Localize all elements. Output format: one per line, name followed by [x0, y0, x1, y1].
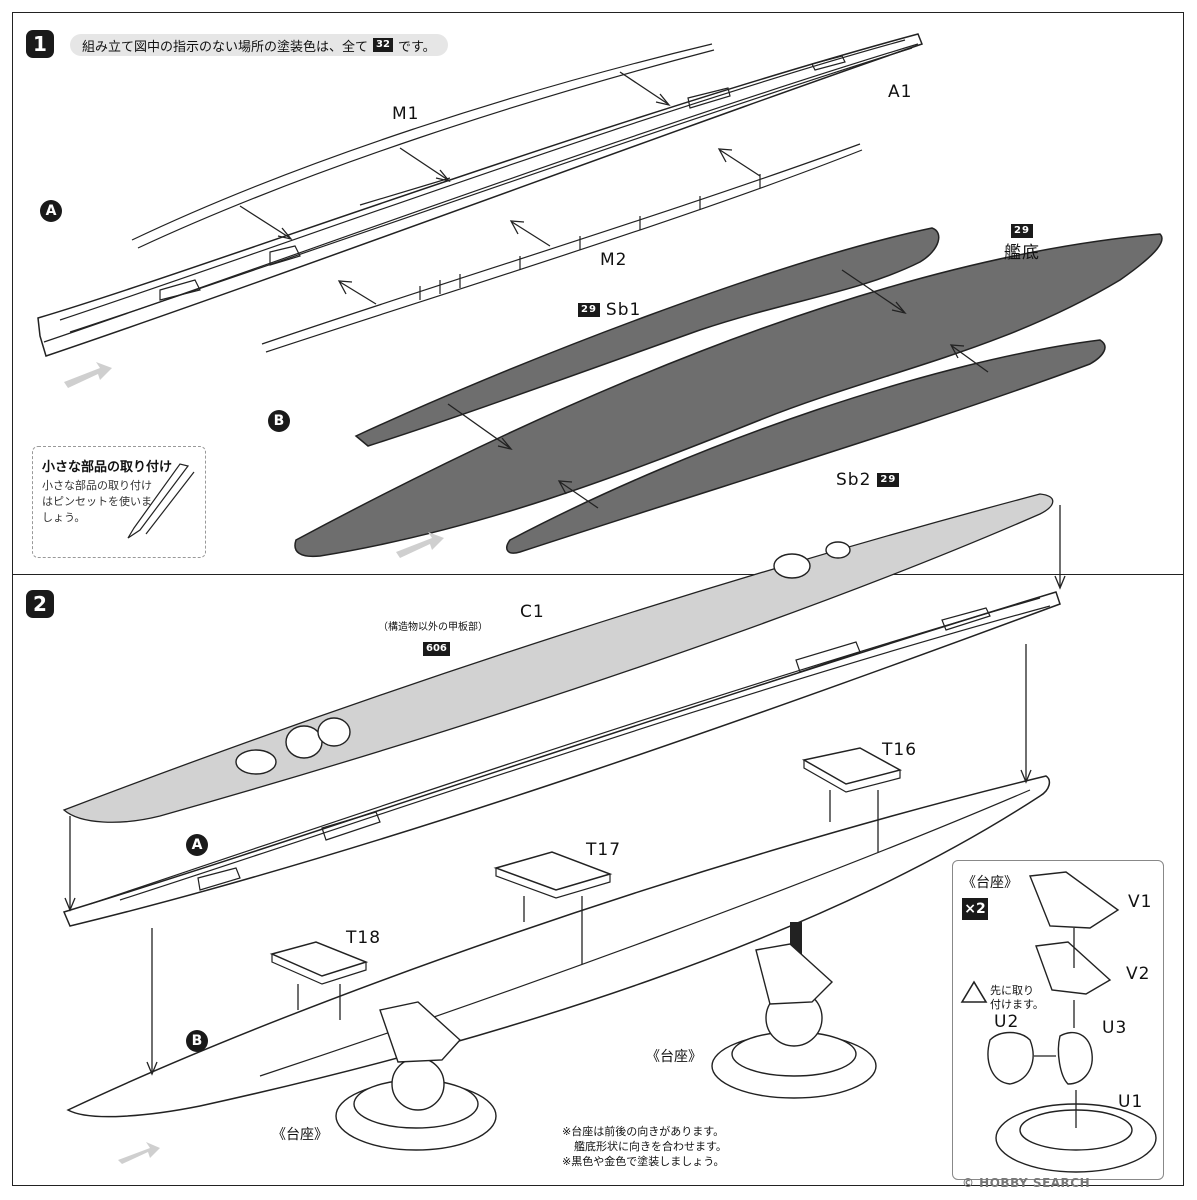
part-m2: [261, 143, 863, 353]
label-u2: U2: [994, 1012, 1020, 1032]
label-a1: A1: [888, 82, 913, 102]
stand-panel: [952, 860, 1164, 1180]
hull-a-step1: [37, 33, 923, 357]
label-bottom: 艦底: [1004, 243, 1040, 263]
circle-label-b-step2: B: [186, 1030, 208, 1052]
step1-arrows: [239, 71, 761, 305]
step-divider: [12, 574, 1184, 575]
instruction-frame: [12, 12, 1184, 1186]
label-v2: V2: [1126, 964, 1151, 984]
footnote-1: ※台座は前後の向きがあります。: [562, 1125, 725, 1138]
paint-instruction-note: 組み立て図中の指示のない場所の塗装色は、全て 32 です。: [70, 34, 448, 56]
part-m1: [131, 43, 715, 249]
stand-right: [711, 943, 877, 1099]
label-m1: M1: [392, 104, 420, 124]
paint-color-chip-bottom: 29: [1011, 224, 1033, 238]
label-t16: T16: [882, 740, 918, 760]
bow-direction-arrow-3: [118, 1142, 160, 1164]
label-u1: U1: [1118, 1092, 1144, 1112]
label-sb1-group: 29 Sb1: [578, 300, 641, 320]
step-1-badge: 1: [26, 30, 54, 58]
label-sb1: Sb1: [605, 300, 642, 320]
deck-note: （構造物以外の甲板部）: [378, 622, 488, 633]
tip-title: 小さな部品の取り付け: [42, 460, 173, 475]
hull-a-step2: [62, 591, 1061, 927]
label-t18: T18: [346, 928, 382, 948]
deck-c1: [62, 493, 1054, 823]
label-stand-right: 《台座》: [646, 1049, 702, 1065]
hull-b-step1: [294, 227, 1163, 558]
instruction-text-after: です。: [397, 39, 436, 55]
label-bottom-group: 29 艦底: [1004, 218, 1040, 263]
footnote-2: 艦底形状に向きを合わせます。: [574, 1140, 727, 1153]
instruction-text-before: 組み立て図中の指示のない場所の塗装色は、全て: [82, 39, 369, 55]
footnote-3: ※黒色や金色で塗装しましょう。: [562, 1155, 725, 1168]
label-stand-left: 《台座》: [272, 1127, 328, 1143]
label-sb2: Sb2: [836, 470, 872, 490]
paint-color-chip-sb2: 29: [877, 473, 900, 487]
part-t17: [493, 851, 613, 899]
tip-body: 小さな部品の取り付けはピンセットを使いましょう。: [42, 479, 152, 524]
stand-panel-parts: [960, 871, 1157, 1173]
paint-color-chip-32: 32: [373, 38, 393, 52]
label-v1: V1: [1128, 892, 1153, 912]
caution-text: 先に取り付けます。: [990, 984, 1044, 1011]
paint-color-chip-606: 606: [423, 642, 450, 656]
tip-box: [32, 446, 206, 558]
stand-panel-title: 《台座》: [962, 875, 1018, 891]
label-t17: T17: [586, 840, 622, 860]
stand-left: [335, 1001, 497, 1151]
watermark: © HOBBY SEARCH: [962, 1176, 1091, 1190]
multiplier-badge: ×2: [962, 898, 988, 920]
bow-direction-arrow-1: [64, 362, 112, 388]
bow-direction-arrow-2: [396, 532, 444, 558]
part-t16: [801, 747, 903, 793]
hull-b-step2: [66, 775, 1051, 1118]
circle-label-b-step1: B: [268, 410, 290, 432]
circle-label-a-step1: A: [40, 200, 62, 222]
part-t18: [269, 941, 369, 985]
label-m2: M2: [600, 250, 628, 270]
label-u3: U3: [1102, 1018, 1128, 1038]
deck-color-group: 606: [420, 636, 453, 656]
footnotes: ※台座は前後の向きがあります。 艦底形状に向きを合わせます。 ※黒色や金色で塗装…: [562, 1124, 727, 1169]
circle-label-a-step2: A: [186, 834, 208, 856]
paint-color-chip-sb1: 29: [578, 303, 600, 317]
label-c1: C1: [520, 602, 545, 622]
label-sb2-group: Sb2 29: [836, 470, 900, 490]
step-2-badge: 2: [26, 590, 54, 618]
